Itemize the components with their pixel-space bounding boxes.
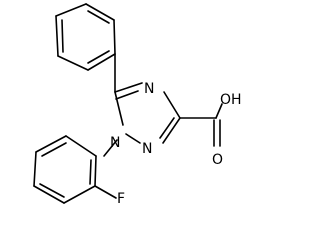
bond bbox=[65, 135, 97, 157]
bond bbox=[33, 185, 65, 204]
atom-label-n: N bbox=[110, 135, 120, 151]
bond bbox=[57, 55, 89, 71]
bond bbox=[103, 139, 118, 157]
bond bbox=[215, 103, 223, 119]
carboxylic-acid-group bbox=[179, 103, 223, 147]
bond bbox=[162, 117, 181, 144]
bond bbox=[63, 185, 96, 204]
atom-label-n: N bbox=[144, 81, 154, 97]
bond bbox=[35, 135, 67, 153]
bond bbox=[55, 3, 87, 17]
bond bbox=[125, 133, 141, 144]
atom-label-o: O bbox=[212, 152, 223, 168]
bond bbox=[61, 19, 64, 53]
bond bbox=[41, 142, 67, 157]
bond bbox=[159, 117, 175, 139]
bond bbox=[55, 15, 59, 57]
molecule-structure: N N N OH O F bbox=[33, 3, 242, 207]
bond bbox=[87, 53, 116, 71]
fluorophenyl-ring bbox=[33, 135, 117, 204]
bond bbox=[114, 91, 124, 126]
atom-label-f: F bbox=[117, 191, 125, 207]
atom-label-n: N bbox=[142, 141, 152, 157]
bond bbox=[114, 82, 143, 93]
bond bbox=[33, 151, 37, 187]
bond bbox=[94, 185, 117, 199]
bond bbox=[85, 3, 115, 21]
bond bbox=[89, 159, 92, 185]
molecule-canvas: N N N OH O F bbox=[33, 3, 242, 207]
bond bbox=[94, 155, 97, 187]
bond bbox=[163, 91, 181, 119]
bond bbox=[113, 19, 116, 55]
bond bbox=[115, 90, 139, 100]
bond bbox=[39, 183, 65, 198]
triazole-ring bbox=[114, 82, 181, 144]
atom-label-oh: OH bbox=[220, 92, 242, 108]
bond bbox=[87, 10, 110, 24]
phenyl-ring bbox=[55, 3, 116, 71]
bond bbox=[87, 50, 110, 64]
